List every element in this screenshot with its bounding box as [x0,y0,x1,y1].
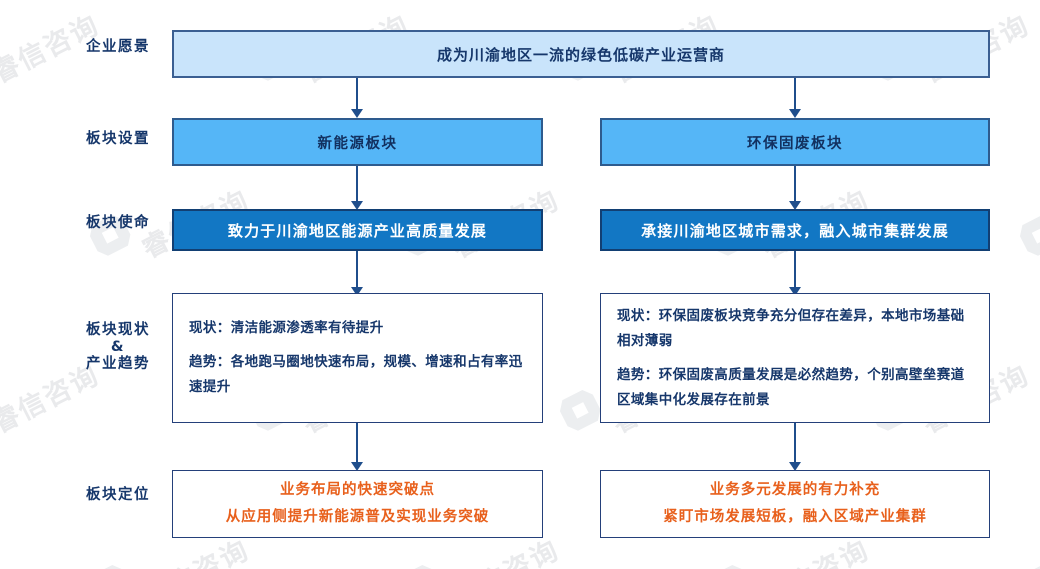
trend-line-right: 趋势：环保固废高质量发展是必然趋势，个别高壁垒赛道区域集中化发展存在前景 [617,366,965,408]
position-line2-left: 从应用侧提升新能源普及实现业务突破 [225,509,490,525]
mission-box-left: 致力于川渝地区能源产业高质量发展 [172,209,543,251]
segment-box-left: 新能源板块 [172,118,543,166]
status-line-left: 现状：清洁能源渗透率有待提升 [189,320,384,336]
row-label-status-trend: 板块现状 & 产业趋势 [86,322,150,372]
vision-box: 成为川渝地区一流的绿色低碳产业运营商 [172,30,990,78]
row-label-segment-mission: 板块使命 [86,215,150,231]
status-trend-box-right: 现状：环保固废板块竞争充分但存在差异，本地市场基础相对薄弱 趋势：环保固废高质量… [600,293,990,423]
position-line2-right: 紧盯市场发展短板，融入区域产业集群 [663,509,927,525]
status-trend-box-left: 现状：清洁能源渗透率有待提升 趋势：各地跑马圈地快速布局，规模、增速和占有率迅速… [172,293,543,423]
position-box-right: 业务多元发展的有力补充 紧盯市场发展短板，融入区域产业集群 [600,470,990,538]
row-label-segment-position: 板块定位 [86,487,150,503]
row-label-vision: 企业愿景 [86,39,150,55]
position-box-left: 业务布局的快速突破点 从应用侧提升新能源普及实现业务突破 [172,470,543,538]
trend-line-left: 趋势：各地跑马圈地快速布局，规模、增速和占有率迅速提升 [189,354,523,395]
status-line-right: 现状：环保固废板块竞争充分但存在差异，本地市场基础相对薄弱 [617,307,965,349]
row-label-segment-setup: 板块设置 [86,131,150,147]
position-line1-left: 业务布局的快速突破点 [280,482,435,498]
segment-box-right: 环保固废板块 [600,118,990,166]
mission-box-right: 承接川渝地区城市需求，融入城市集群发展 [600,209,990,251]
position-line1-right: 业务多元发展的有力补充 [709,482,881,498]
